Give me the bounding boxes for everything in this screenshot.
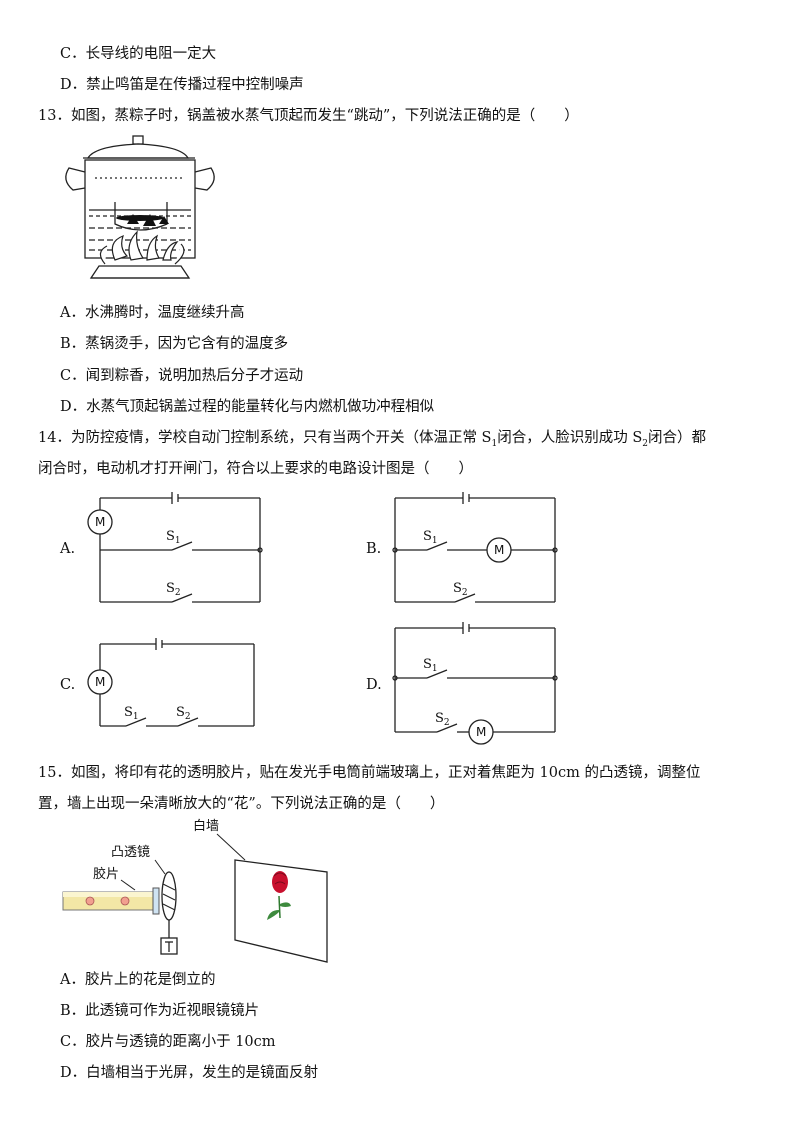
- circuit-b-s1-label: S1: [423, 529, 438, 546]
- lens-label: 凸透镜: [111, 845, 150, 860]
- q15-option-d: D．白墙相当于光屏，发生的是镜面反射: [60, 1065, 319, 1081]
- circuit-a-diagram: M S1 S2: [87, 492, 263, 603]
- q14-stem-line2: 闭合时，电动机才打开闸门，符合以上要求的电路设计图是（ ）: [38, 461, 473, 477]
- q13-option-d: D．水蒸气顶起锅盖过程的能量转化与内燃机做功冲程相似: [60, 399, 435, 415]
- circuit-c-motor-label: M: [95, 675, 105, 689]
- steamer-pot-figure: [65, 135, 215, 279]
- circuit-b-s2-label: S2: [453, 581, 468, 598]
- circuit-d-diagram: M S1 S2: [392, 622, 558, 745]
- circuit-d-motor-label: M: [476, 725, 486, 739]
- circuit-a-s2-label: S2: [166, 581, 181, 598]
- circuit-d-s2-label: S2: [435, 711, 450, 728]
- circuit-b-diagram: M S1 S2: [392, 492, 558, 603]
- circuit-c-s2-label: S2: [176, 705, 191, 722]
- circuit-a-s1-label: S1: [166, 529, 181, 546]
- circuit-d-label: D.: [366, 677, 382, 693]
- wall-label: 白墙: [193, 818, 219, 834]
- q15-option-a: A．胶片上的花是倒立的: [60, 972, 216, 988]
- circuit-b-motor-label: M: [494, 543, 504, 557]
- film-label: 胶片: [93, 866, 119, 882]
- q15-option-c: C．胶片与透镜的距离小于 10cm: [60, 1034, 276, 1050]
- q15-option-b: B．此透镜可作为近视眼镜镜片: [60, 1003, 260, 1019]
- circuit-a-label: A.: [60, 541, 76, 557]
- q15-stem-line2: 置，墙上出现一朵清晰放大的“花”。下列说法正确的是（ ）: [38, 796, 445, 812]
- q15-stem-line1: 15．如图，将印有花的透明胶片，贴在发光手电筒前端玻璃上，正对着焦距为 10cm…: [38, 765, 701, 781]
- q13-option-b: B．蒸锅烫手，因为它含有的温度多: [60, 336, 289, 352]
- projection-figure: 白墙 凸透镜 胶片: [62, 818, 328, 963]
- circuit-d-s1-label: S1: [423, 657, 438, 674]
- circuit-b-label: B.: [366, 541, 382, 557]
- circuit-c-label: C.: [60, 677, 76, 693]
- q14-stem-line1: 14．为防控疫情，学校自动门控制系统，只有当两个开关（体温正常 S1闭合，人脸识…: [38, 430, 707, 449]
- q13-option-a: A．水沸腾时，温度继续升高: [60, 305, 245, 321]
- q12-option-d: D．禁止鸣笛是在传播过程中控制噪声: [60, 77, 304, 93]
- rose-image: [267, 871, 291, 920]
- circuit-c-diagram: M S1 S2: [87, 638, 255, 727]
- q13-stem: 13．如图，蒸粽子时，锅盖被水蒸气顶起而发生“跳动”，下列说法正确的是（ ）: [38, 108, 579, 124]
- circuit-c-s1-label: S1: [124, 705, 139, 722]
- q13-option-c: C．闻到粽香，说明加热后分子才运动: [60, 368, 304, 384]
- circuit-a-motor-label: M: [95, 515, 105, 529]
- q12-option-c: C．长导线的电阻一定大: [60, 46, 217, 62]
